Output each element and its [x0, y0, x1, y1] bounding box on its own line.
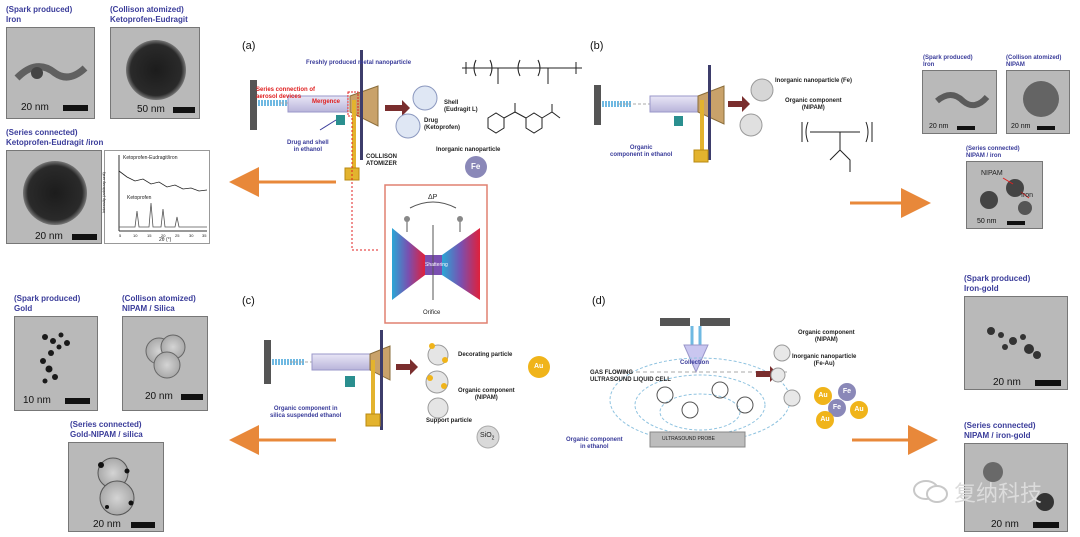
- panel-label-c: (c): [242, 295, 255, 307]
- fe-particle-label: Fe: [471, 162, 481, 171]
- xrd-plot: Ketoprofen-Eudragit/iron Ketoprofen Inte…: [101, 150, 210, 244]
- tem-iron-gold-caption: (Spark produced)Iron-gold: [964, 274, 1031, 293]
- label-drug: Drug(Ketoprofen): [424, 118, 460, 131]
- label-orifice: Orifice: [423, 310, 441, 316]
- panel-label-d: (d): [592, 295, 606, 307]
- label-shattering: Shattering: [425, 262, 448, 268]
- tem-ketoprofen-eudragit-caption: (Collison atomized)Ketoprofen-Eudragit: [110, 5, 188, 24]
- apparatus-c: [264, 330, 550, 449]
- apparatus-a: [250, 50, 487, 251]
- flow-arrows: [229, 167, 938, 455]
- tem-gold-caption: (Spark produced)Gold: [14, 294, 81, 313]
- tem-nipam-silica-caption: (Collison atomized)NIPAM / Silica: [122, 294, 196, 313]
- apparatus-b: [594, 65, 774, 163]
- xrd-series-bottom: Ketoprofen: [127, 195, 152, 201]
- tem-image-nipam-silica: 20 nm: [122, 316, 208, 411]
- label-collection: Collection: [680, 360, 710, 366]
- label-inorganic-feau: Inorganic nanoparticle(Fe-Au): [792, 354, 857, 367]
- label-ultrasound-probe: ULTRASOUND PROBE: [662, 436, 715, 442]
- tem-iron-caption: (Spark produced)Iron: [6, 5, 73, 24]
- eudragit-structure: [462, 59, 582, 84]
- shattering-inset: [384, 184, 488, 324]
- nipam-structure: [801, 121, 873, 172]
- tem-gold-nipam-silica-caption: (Series connected)Gold-NIPAM / silica: [70, 420, 143, 439]
- watermark-text: 复纳科技: [954, 482, 1043, 507]
- tem-image-nipam-iron: NIPAM Iron 50 nm: [966, 161, 1043, 229]
- tem-image-nipam-iron-gold: 20 nm: [964, 443, 1068, 532]
- au-fe-cluster: Au Fe Fe Au Au: [812, 383, 872, 431]
- panel-label-a: (a): [242, 40, 256, 52]
- tem-image-iron-b: 20 nm: [922, 70, 997, 134]
- label-decorating-particle: Decorating particle: [458, 352, 513, 358]
- label-shell: Shell(Eudragit L): [444, 100, 478, 113]
- label-mergence: Mergence: [312, 99, 341, 105]
- tem-iron-b-caption: (Spark produced)Iron: [923, 55, 973, 68]
- tem-image-gold: 10 nm: [14, 316, 98, 411]
- label-organic-nipam-c: Organic component(NIPAM): [458, 388, 515, 401]
- xrd-xlabel: 2θ (°): [159, 237, 172, 243]
- ketoprofen-structure: [487, 103, 561, 134]
- tem-nipam-iron-caption: (Series connected)NIPAM / iron: [966, 146, 1020, 159]
- apparatus-d: [609, 318, 801, 448]
- tem-image-ketoprofen-eudragit: 50 nm: [110, 27, 200, 119]
- tem-nipam-iron-gold-caption: (Series connected)NIPAM / iron-gold: [964, 421, 1036, 440]
- xrd-series-top: Ketoprofen-Eudragit/iron: [123, 155, 178, 161]
- label-inorganic-nanoparticle: Inorganic nanoparticle: [436, 147, 501, 153]
- label-delta-p: ΔP: [428, 194, 438, 201]
- tem-image-gold-nipam-silica: 20 nm: [68, 442, 164, 532]
- label-inorganic-fe: Inorganic nanoparticle (Fe): [775, 78, 853, 84]
- panel-label-b: (b): [590, 40, 604, 52]
- tem-image-iron: 20 nm: [6, 27, 95, 119]
- xrd-ylabel: Intensity (arbitrary unit): [100, 172, 106, 213]
- tem-series-iron-caption: (Series connected)Ketoprofen-Eudragit /i…: [6, 128, 104, 147]
- tem-nipam-caption: (Collison atomized)NIPAM: [1006, 55, 1062, 68]
- au-particle-label: Au: [534, 363, 544, 370]
- sio2-particle-label: SiO2: [480, 432, 495, 442]
- tem-image-series-iron: 20 nm: [6, 150, 102, 244]
- wechat-icon: [912, 478, 950, 504]
- label-organic-nipam-b: Organic component(NIPAM): [785, 98, 842, 111]
- label-fresh-nanoparticle: Freshly produced metal nanoparticle: [306, 60, 412, 66]
- tem-image-iron-gold: 20 nm: [964, 296, 1068, 390]
- label-organic-nipam-d: Organic component(NIPAM): [798, 330, 855, 343]
- label-support-particle: Support particle: [426, 418, 473, 424]
- tem-image-nipam: 20 nm: [1006, 70, 1070, 134]
